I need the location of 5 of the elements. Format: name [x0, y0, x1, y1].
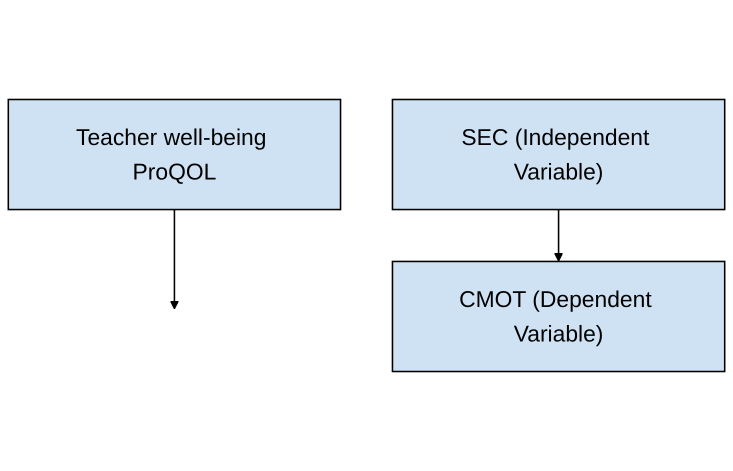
arrow — [170, 210, 179, 310]
node-box: SEC (Independent Variable) — [392, 98, 726, 210]
arrow — [554, 210, 564, 262]
node-box: CMOT (Dependent Variable) — [392, 260, 726, 372]
node-box: Teacher well-being ProQOL — [8, 98, 342, 210]
